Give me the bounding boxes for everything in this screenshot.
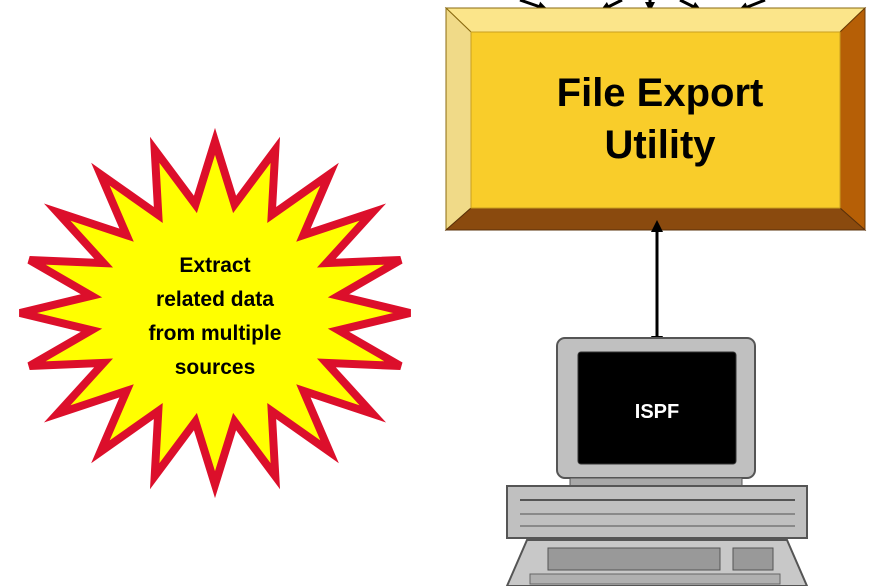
starburst-shape xyxy=(19,127,411,499)
starburst-line2: related data xyxy=(156,288,274,311)
button-bottom-bevel xyxy=(444,207,867,231)
monitor-screen xyxy=(577,351,737,465)
utility-title-line1: File Export xyxy=(557,71,764,115)
screen-label: ISPF xyxy=(635,401,679,423)
starburst-line1: Extract xyxy=(179,254,250,277)
utility-title-line2: Utility xyxy=(604,123,716,167)
system-unit xyxy=(506,485,808,539)
keyboard-spacebar xyxy=(529,573,781,585)
extract-starburst: Extract related data from multiple sourc… xyxy=(19,127,411,499)
computer: ISPF xyxy=(505,337,809,586)
keyboard-keys-main xyxy=(547,547,721,571)
button-right-bevel xyxy=(839,6,866,232)
monitor-stand xyxy=(569,477,743,487)
file-export-utility-box: File Export Utility xyxy=(444,6,867,232)
keyboard-keys-numpad xyxy=(732,547,774,571)
button-top-bevel xyxy=(444,7,867,33)
button-left-bevel xyxy=(445,6,472,232)
starburst-line3: from multiple xyxy=(148,322,281,345)
button-face xyxy=(470,31,841,209)
starburst-line4: sources xyxy=(175,356,256,379)
